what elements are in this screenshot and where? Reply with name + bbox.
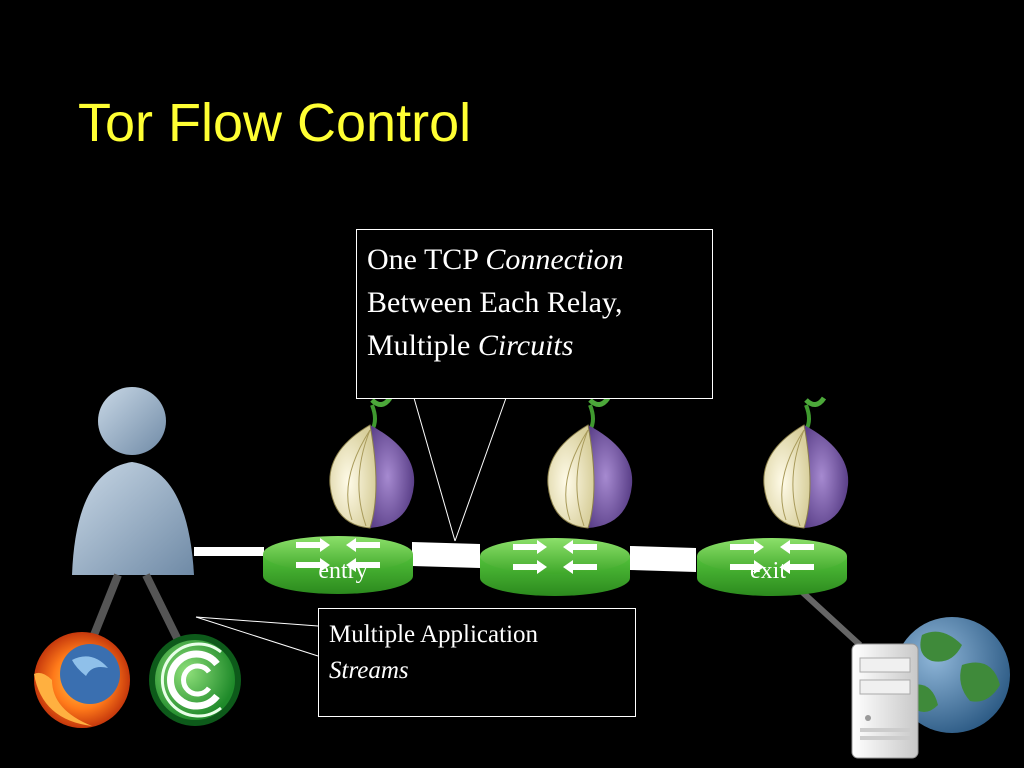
callout-streams-pointer: [195, 616, 319, 657]
slide-title: Tor Flow Control: [78, 93, 472, 153]
callout-emphasis: Circuits: [477, 329, 574, 362]
callout-emphasis: Streams: [329, 657, 409, 684]
exit-relay-label: exit: [750, 558, 786, 584]
globe-icon: [894, 617, 1010, 733]
firefox-icon: [34, 632, 130, 728]
callout-line: One TCP Connection: [367, 238, 702, 281]
bittorrent-icon: [149, 634, 241, 726]
link-middle-exit: [630, 546, 696, 572]
streams-callout: Multiple Application Streams: [318, 608, 636, 717]
onion-icon: [547, 396, 633, 529]
connection-callout: One TCP Connection Between Each Relay, M…: [356, 229, 713, 399]
router-icon: [480, 538, 630, 596]
callout-line: Multiple Circuits: [367, 324, 702, 367]
onion-icon: [329, 396, 415, 529]
app-links: [88, 573, 182, 642]
callout-line: Multiple Application: [329, 621, 539, 648]
callout-text: Multiple: [367, 329, 478, 362]
onion-icon: [763, 396, 849, 529]
router-icon: [263, 536, 413, 594]
link-user-entry: [194, 547, 264, 556]
callout-line: Streams: [329, 653, 625, 689]
server-icon: [851, 643, 919, 759]
entry-relay-label: entry: [318, 558, 368, 584]
callout-emphasis: Connection: [485, 243, 624, 276]
callout-connection-pointer: [413, 397, 507, 542]
router-icon: [697, 538, 847, 596]
user-icon: [72, 387, 194, 575]
link-exit-server: [797, 587, 863, 648]
callout-line: Between Each Relay,: [367, 286, 623, 319]
callout-text: One TCP: [367, 243, 486, 276]
link-entry-middle: [412, 542, 480, 568]
